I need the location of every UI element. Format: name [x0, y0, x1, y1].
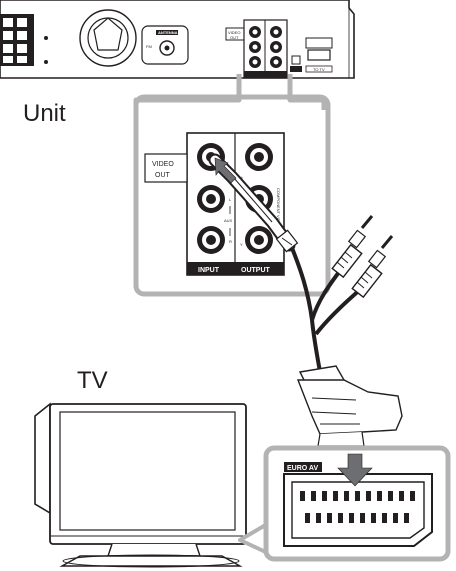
speaker-terminals: [0, 14, 48, 66]
aux-l-jack: [197, 185, 225, 213]
rear-jack-cluster: VIDEO OUT: [225, 19, 288, 79]
zoom-callout-box: [133, 94, 331, 297]
antenna-jack: ANTENNA FM: [141, 25, 189, 65]
unit-label: Unit: [23, 100, 66, 127]
rca-plug-2: [351, 235, 394, 299]
tv-label: TV: [77, 367, 108, 394]
component-video-text: COMPONENT VIDEO: [276, 188, 281, 228]
aux-text: AUX: [224, 218, 233, 223]
component-pr-jack: [245, 143, 273, 171]
y-letter: Y: [240, 242, 243, 247]
unit-rear-panel: ANTENNA FM VIDEO OUT T: [0, 0, 355, 79]
euro-av-socket: EURO AV: [283, 462, 433, 547]
hdmi-port: TO TV: [305, 37, 333, 73]
scart-pins-row-1: [300, 491, 415, 501]
optical-jack: [290, 55, 302, 72]
aux-r-jack: [197, 226, 225, 254]
euro-av-label: EURO AV: [287, 465, 318, 472]
arrow-icon: [214, 157, 237, 184]
output-label: OUTPUT: [241, 267, 271, 274]
scart-plug: [296, 365, 403, 447]
to-tv-label: TO TV: [313, 67, 325, 72]
antenna-label: ANTENNA: [158, 30, 178, 35]
fan-icon: [79, 9, 137, 67]
aux-l-letter: L: [229, 197, 232, 202]
component-y-jack: [245, 226, 273, 254]
tv-illustration: [34, 402, 247, 568]
video-out-label-line2: OUT: [155, 172, 171, 179]
video-out-label-line1: VIDEO: [152, 161, 174, 168]
arrow-down-icon: [337, 453, 373, 487]
rca-to-scart-cable: [208, 153, 403, 447]
video-out-label-box: VIDEO OUT: [144, 153, 188, 183]
fm-label: FM: [146, 44, 152, 49]
svg-text:VIDEO: VIDEO: [228, 30, 240, 35]
scart-pins-row-2: [305, 513, 409, 523]
aux-r-letter: R: [229, 239, 232, 244]
input-label: INPUT: [198, 267, 220, 274]
callout-connector: [133, 74, 327, 110]
rca-plug-1: [331, 215, 374, 279]
svg-text:OUT: OUT: [230, 35, 239, 40]
